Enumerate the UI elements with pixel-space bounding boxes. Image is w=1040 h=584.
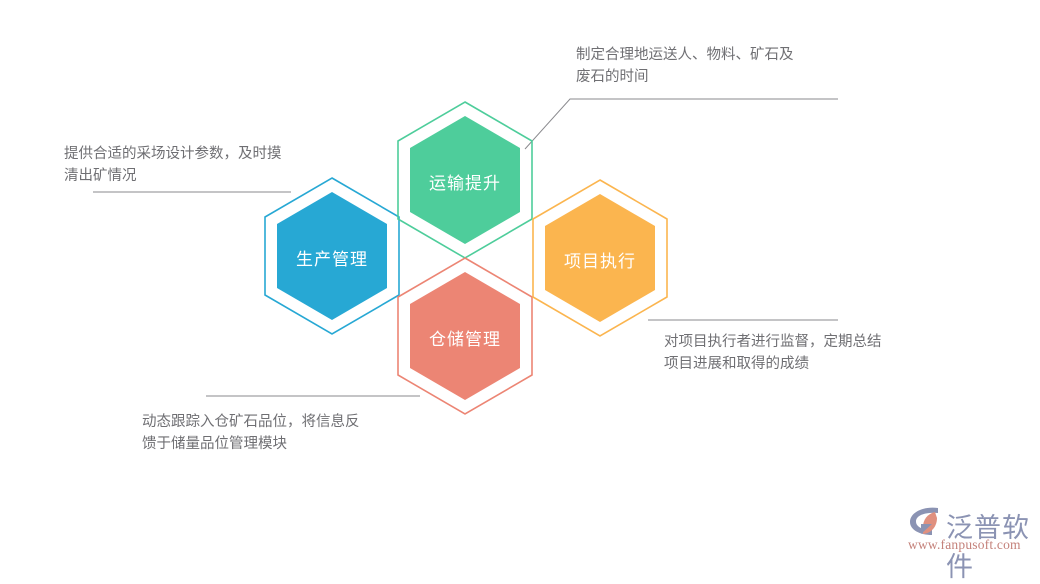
hex-outline-warehouse	[397, 257, 533, 415]
diagram-canvas: 生产管理 运输提升 仓储管理 项目执行 制定合理地运送人、物料、矿石及 废石的时…	[64, 47, 1032, 582]
hex-outline-project	[532, 179, 668, 337]
hex-node-project[interactable]: 项目执行	[519, 177, 681, 339]
callout-warehouse: 动态跟踪入仓矿石品位，将信息反 馈于储量品位管理模块	[142, 414, 360, 453]
callout-production: 提供合适的采场设计参数，及时摸 清出矿情况	[64, 146, 282, 185]
hex-outline-production	[264, 177, 400, 335]
leader-line-warehouse	[206, 395, 420, 397]
leader-line-production	[93, 191, 291, 193]
logo: 泛普软件 www.fanpusoft.com	[906, 504, 1032, 582]
hex-fill-warehouse	[410, 272, 520, 400]
callout-transport: 制定合理地运送人、物料、矿石及 废石的时间	[576, 47, 794, 86]
logo-mark-icon	[910, 507, 938, 535]
leader-line-project	[648, 319, 838, 321]
hex-fill-project	[545, 194, 655, 322]
hex-fill-transport	[410, 116, 520, 244]
hex-fill-production	[277, 192, 387, 320]
logo-url: www.fanpusoft.com	[908, 537, 1021, 552]
leader-line-transport	[524, 98, 838, 150]
callout-project: 对项目执行者进行监督，定期总结 项目进展和取得的成绩	[664, 334, 882, 373]
